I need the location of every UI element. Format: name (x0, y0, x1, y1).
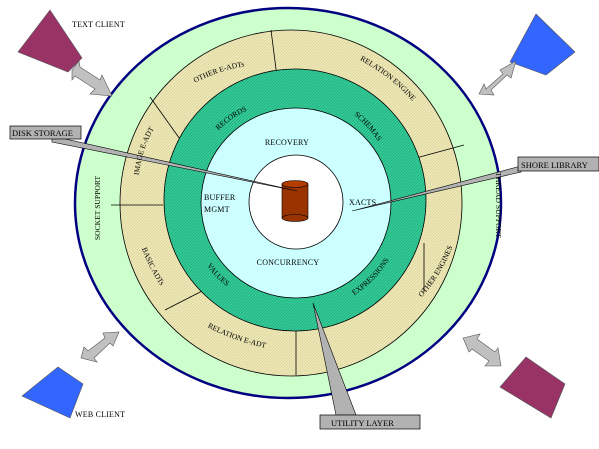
disk-storage-callout: DISK STORAGE (9, 125, 82, 140)
tan-ring-dividers (111, 29, 465, 375)
text-client-label: TEXT CLIENT (72, 20, 125, 29)
concurrency-label: CONCURRENCY (257, 258, 320, 267)
utility-layer-callout: UTILITY LAYER (319, 414, 421, 430)
disk-storage-label: DISK STORAGE (12, 128, 73, 138)
bottom-right-client-arrow-icon (462, 333, 502, 367)
web-client-icon (21, 366, 84, 419)
buffer-label: BUFFER (204, 193, 236, 202)
thread-client-arrow-icon (478, 60, 517, 96)
shore-library-callout: SHORE LIBRARY (517, 156, 599, 172)
web-client-label: WEB CLIENT (75, 410, 125, 419)
top-right-client-icon (509, 13, 576, 76)
mgmt-label: MGMT (204, 205, 230, 214)
recovery-label: RECOVERY (265, 138, 309, 147)
shore-library-label: SHORE LIBRARY (521, 160, 588, 170)
text-client-icon (17, 9, 83, 73)
disk-cylinder-icon (281, 180, 309, 222)
socket-support-label: SOCKET SUPPORT (93, 176, 102, 241)
web-client-arrow-icon (80, 331, 120, 363)
bottom-right-client-icon (499, 356, 566, 419)
thread-support-label: THREAD SUPPORT (494, 172, 503, 238)
xacts-label: XACTS (349, 198, 376, 207)
utility-layer-label: UTILITY LAYER (331, 418, 394, 428)
text-client-arrow-icon (71, 60, 113, 97)
